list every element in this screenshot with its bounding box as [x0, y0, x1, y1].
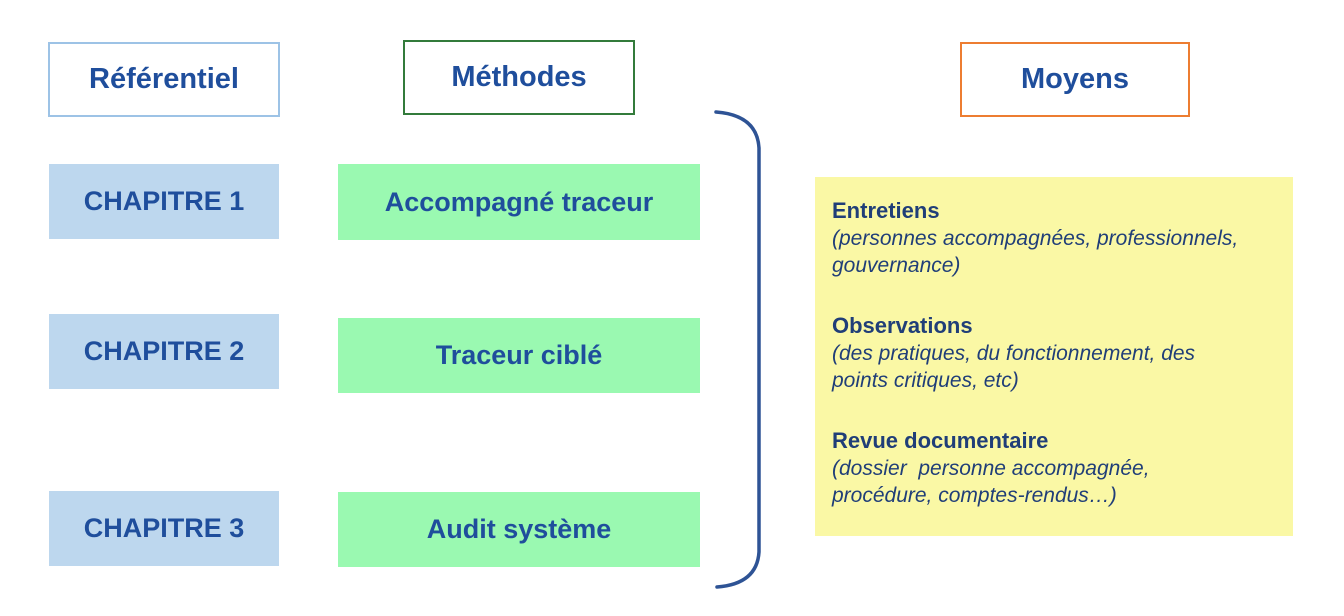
moyen-group-revue-documentaire: Revue documentaire (dossier personne acc… [832, 427, 1269, 509]
box-accompagne-traceur: Accompagné traceur [338, 164, 700, 240]
moyen-title-observations: Observations [832, 313, 973, 338]
box-chapitre-2: CHAPITRE 2 [49, 314, 279, 389]
header-methodes: Méthodes [403, 40, 635, 115]
box-chapitre-3: CHAPITRE 3 [49, 491, 279, 566]
moyen-title-entretiens: Entretiens [832, 198, 940, 223]
moyen-detail-observations: (des pratiques, du fonctionnement, des p… [832, 342, 1196, 392]
header-moyens: Moyens [960, 42, 1190, 117]
moyen-detail-entretiens: (personnes accompagnées, professionnels,… [832, 227, 1239, 277]
moyen-title-revue-documentaire: Revue documentaire [832, 428, 1049, 453]
box-traceur-cible: Traceur ciblé [338, 318, 700, 393]
header-referentiel: Référentiel [48, 42, 280, 117]
box-chapitre-1: CHAPITRE 1 [49, 164, 279, 239]
moyens-panel: Entretiens (personnes accompagnées, prof… [815, 177, 1293, 536]
moyen-group-observations: Observations (des pratiques, du fonction… [832, 312, 1269, 394]
moyen-detail-revue-documentaire: (dossier personne accompagnée, procédure… [832, 457, 1150, 507]
moyen-group-entretiens: Entretiens (personnes accompagnées, prof… [832, 197, 1269, 279]
box-audit-systeme: Audit système [338, 492, 700, 567]
